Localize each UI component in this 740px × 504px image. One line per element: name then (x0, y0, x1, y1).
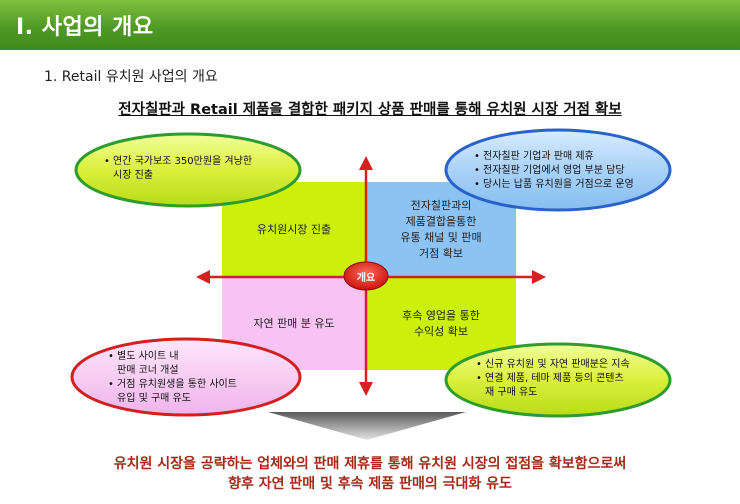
page-title: I. 사업의 개요 (16, 15, 154, 40)
quadrant-top-right-text: 전자칠판과의 제품결합을통한 유통 채널 및 판매 거점 확보 (400, 199, 482, 260)
down-arrow (268, 412, 466, 440)
quadrant-bottom-left: 자연 판매 분 유도 (222, 278, 366, 370)
conclusion-line2: 향후 자연 판매 및 후속 제품 판매의 극대화 유도 (228, 476, 512, 492)
bubble-bottom-right-text: 신규 유치원 및 자연 판매분은 지속 연결 제품, 테마 제품 등의 콘텐츠 … (476, 358, 672, 400)
bubble-tl-item-line2: 시장 진출 (113, 170, 153, 181)
bubble-bl-item-line1: 거점 유치원생을 통한 사이트 (117, 379, 237, 390)
bubble-br-item-line1: 신규 유치원 및 자연 판매분은 지속 (485, 359, 630, 370)
conclusion-line1: 유치원 시장을 공략하는 업체와의 판매 제휴를 통해 유치원 시장의 접점을 … (113, 456, 627, 472)
bubble-bottom-left-text: 별도 사이트 내 판매 코너 개설 거점 유치원생을 통한 사이트 유입 및 구… (108, 350, 288, 406)
quadrant-bottom-right-text: 후속 영업을 통한 수익성 확보 (402, 309, 480, 338)
subtitle: 전자칠판과 Retail 제품을 결합한 패키지 상품 판매를 통해 유치원 시… (118, 102, 622, 118)
bubble-bl-item-line2: 유입 및 구매 유도 (117, 393, 191, 404)
section-title: 1. Retail 유치원 사업의 개요 (44, 69, 218, 85)
center-badge (343, 261, 389, 291)
bubble-tr-item-line1: 당시는 납품 유치원을 거점으로 운영 (483, 179, 634, 190)
bubble-tr-item: 전자칠판 기업과 판매 제휴 (474, 150, 670, 164)
bubble-tr-item-line1: 전자칠판 기업과 판매 제휴 (483, 151, 594, 162)
bubble-bl-item-line2: 판매 코너 개설 (117, 365, 179, 376)
center-label: 개요 (356, 272, 376, 284)
bubble-tr-item: 전자칠판 기업에서 영업 부분 담당 (474, 164, 670, 178)
bubble-tl-item: 연간 국가보조 350만원을 겨냥한 시장 진출 (104, 155, 284, 183)
bubble-bl-item: 별도 사이트 내 판매 코너 개설 (108, 350, 288, 378)
bubble-bl-item-line1: 별도 사이트 내 (117, 351, 179, 362)
bubble-tr-item: 당시는 납품 유치원을 거점으로 운영 (474, 178, 670, 192)
bubble-tl-item-line1: 연간 국가보조 350만원을 겨냥한 (113, 156, 253, 167)
header-bar: I. 사업의 개요 (0, 0, 740, 50)
quadrant-bottom-left-text: 자연 판매 분 유도 (253, 317, 335, 330)
bubble-br-item-line2: 재 구매 유도 (485, 387, 538, 398)
bubble-br-item: 연결 제품, 테마 제품 등의 콘텐츠 재 구매 유도 (476, 372, 672, 400)
quadrant-top-left: 유치원시장 진출 (222, 182, 366, 278)
bubble-br-item: 신규 유치원 및 자연 판매분은 지속 (476, 358, 672, 372)
bubble-bl-item: 거점 유치원생을 통한 사이트 유입 및 구매 유도 (108, 378, 288, 406)
bubble-br-item-line1: 연결 제품, 테마 제품 등의 콘텐츠 (485, 373, 624, 384)
conclusion: 유치원 시장을 공략하는 업체와의 판매 제휴를 통해 유치원 시장의 접점을 … (0, 454, 740, 494)
bubble-top-left-text: 연간 국가보조 350만원을 겨냥한 시장 진출 (104, 155, 284, 183)
bubble-top-right-text: 전자칠판 기업과 판매 제휴 전자칠판 기업에서 영업 부분 담당 당시는 납품… (474, 150, 670, 192)
bubble-tr-item-line1: 전자칠판 기업에서 영업 부분 담당 (483, 165, 625, 176)
quadrant-top-left-text: 유치원시장 진출 (256, 223, 332, 236)
